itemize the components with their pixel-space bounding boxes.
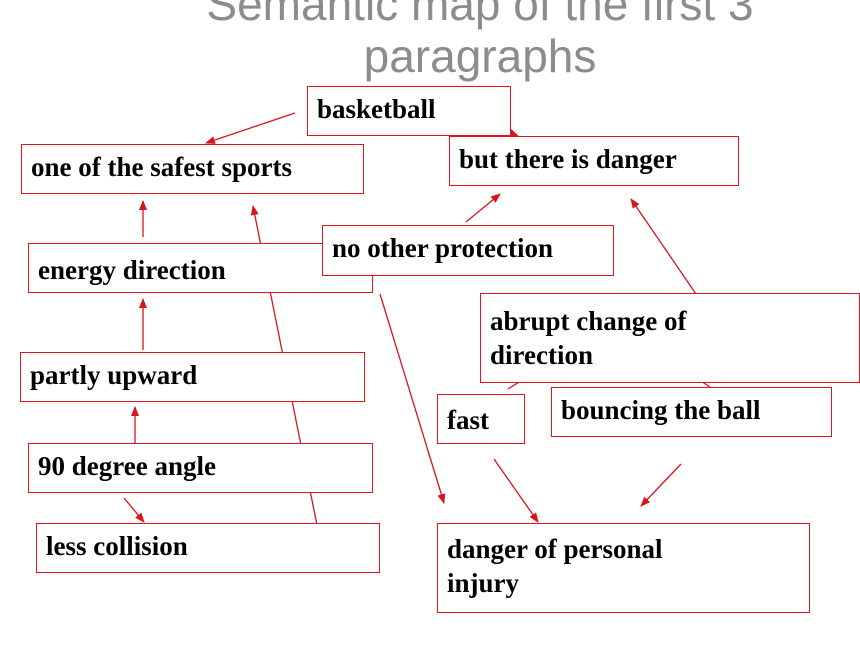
arrow-bouncing-to-injury xyxy=(640,463,682,507)
arrow-protection-to-danger xyxy=(465,193,501,223)
node-no-other-protection: no other protection xyxy=(322,225,614,276)
node-bouncing-the-ball: bouncing the ball xyxy=(551,387,832,437)
arrow-energy-to-injury xyxy=(379,293,446,504)
node-basketball: basketball xyxy=(307,86,511,136)
page-title: Semantic map of the first 3 paragraphs xyxy=(206,0,754,82)
node-fast: fast xyxy=(437,394,525,444)
arrow-basketball-to-safest xyxy=(205,112,296,144)
node-90-degree-angle: 90 degree angle xyxy=(28,443,373,493)
node-danger-of-personal-injury: danger of personal injury xyxy=(437,523,810,613)
arrow-abrupt-to-danger xyxy=(630,198,697,295)
node-abrupt-change: abrupt change of direction xyxy=(480,293,860,383)
node-safest-sports: one of the safest sports xyxy=(21,144,364,194)
node-energy-direction: energy direction xyxy=(28,243,373,293)
node-partly-upward: partly upward xyxy=(20,352,365,402)
node-but-there-is-danger: but there is danger xyxy=(449,136,739,186)
arrow-fast-to-injury xyxy=(493,458,539,523)
node-less-collision: less collision xyxy=(36,523,380,573)
arrow-angle-to-collision xyxy=(123,497,145,523)
